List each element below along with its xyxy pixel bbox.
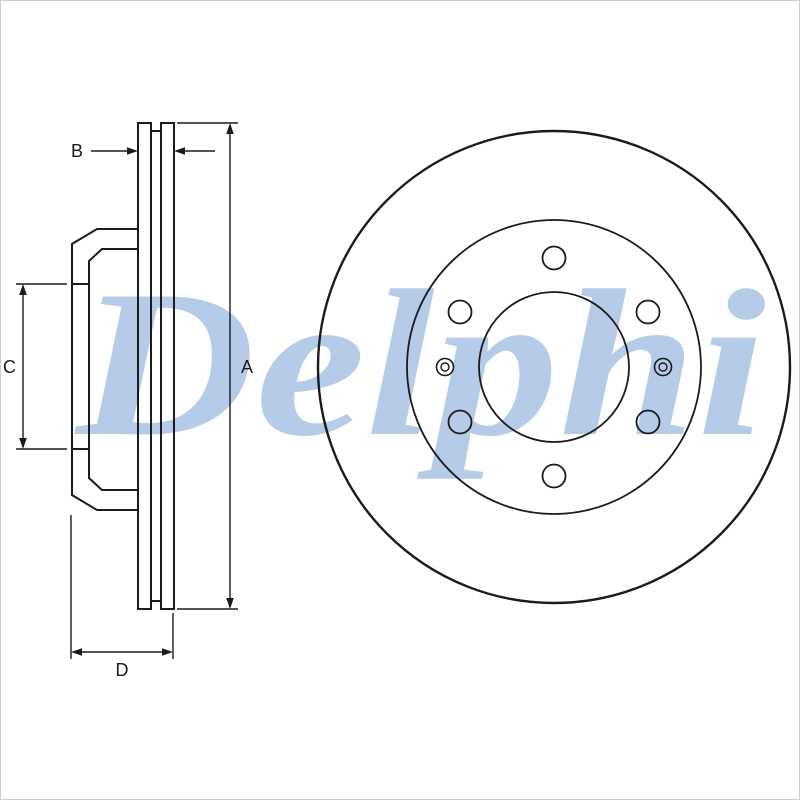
watermark-text: Delphi bbox=[74, 248, 766, 480]
bolt-hole bbox=[635, 409, 661, 435]
dimension-labels: B A C D bbox=[3, 141, 253, 680]
dimension-arrowheads bbox=[19, 123, 234, 656]
hat-inner-contour bbox=[88, 248, 138, 491]
outer-diameter-circle bbox=[316, 129, 792, 605]
dimension-label-c: C bbox=[3, 357, 16, 377]
arrowhead bbox=[19, 438, 27, 449]
arrowhead bbox=[127, 147, 138, 155]
arrowhead bbox=[226, 123, 234, 134]
hat-outer-contour bbox=[71, 228, 138, 511]
bolt-hole bbox=[541, 245, 567, 271]
bolt-hole bbox=[447, 409, 473, 435]
arrowhead bbox=[226, 598, 234, 609]
arrowhead bbox=[162, 648, 173, 656]
front-view bbox=[316, 129, 792, 605]
bolt-hole bbox=[447, 299, 473, 325]
locating-hole bbox=[653, 357, 673, 377]
dimension-label-b: B bbox=[71, 141, 83, 161]
arrowhead bbox=[174, 147, 185, 155]
cross-section-inner-plate bbox=[137, 122, 152, 610]
locating-hole bbox=[435, 357, 455, 377]
cross-section-outer-plate bbox=[160, 122, 175, 610]
bolt-hole bbox=[635, 299, 661, 325]
dimension-label-d: D bbox=[116, 660, 129, 680]
dimension-label-a: A bbox=[241, 357, 253, 377]
friction-surface-inner-circle bbox=[406, 219, 702, 515]
dimension-lines bbox=[16, 122, 238, 659]
bolt-hole bbox=[541, 463, 567, 489]
cross-section-view bbox=[71, 122, 175, 610]
center-bore-circle bbox=[478, 291, 630, 443]
arrowhead bbox=[71, 648, 82, 656]
arrowhead bbox=[19, 284, 27, 295]
